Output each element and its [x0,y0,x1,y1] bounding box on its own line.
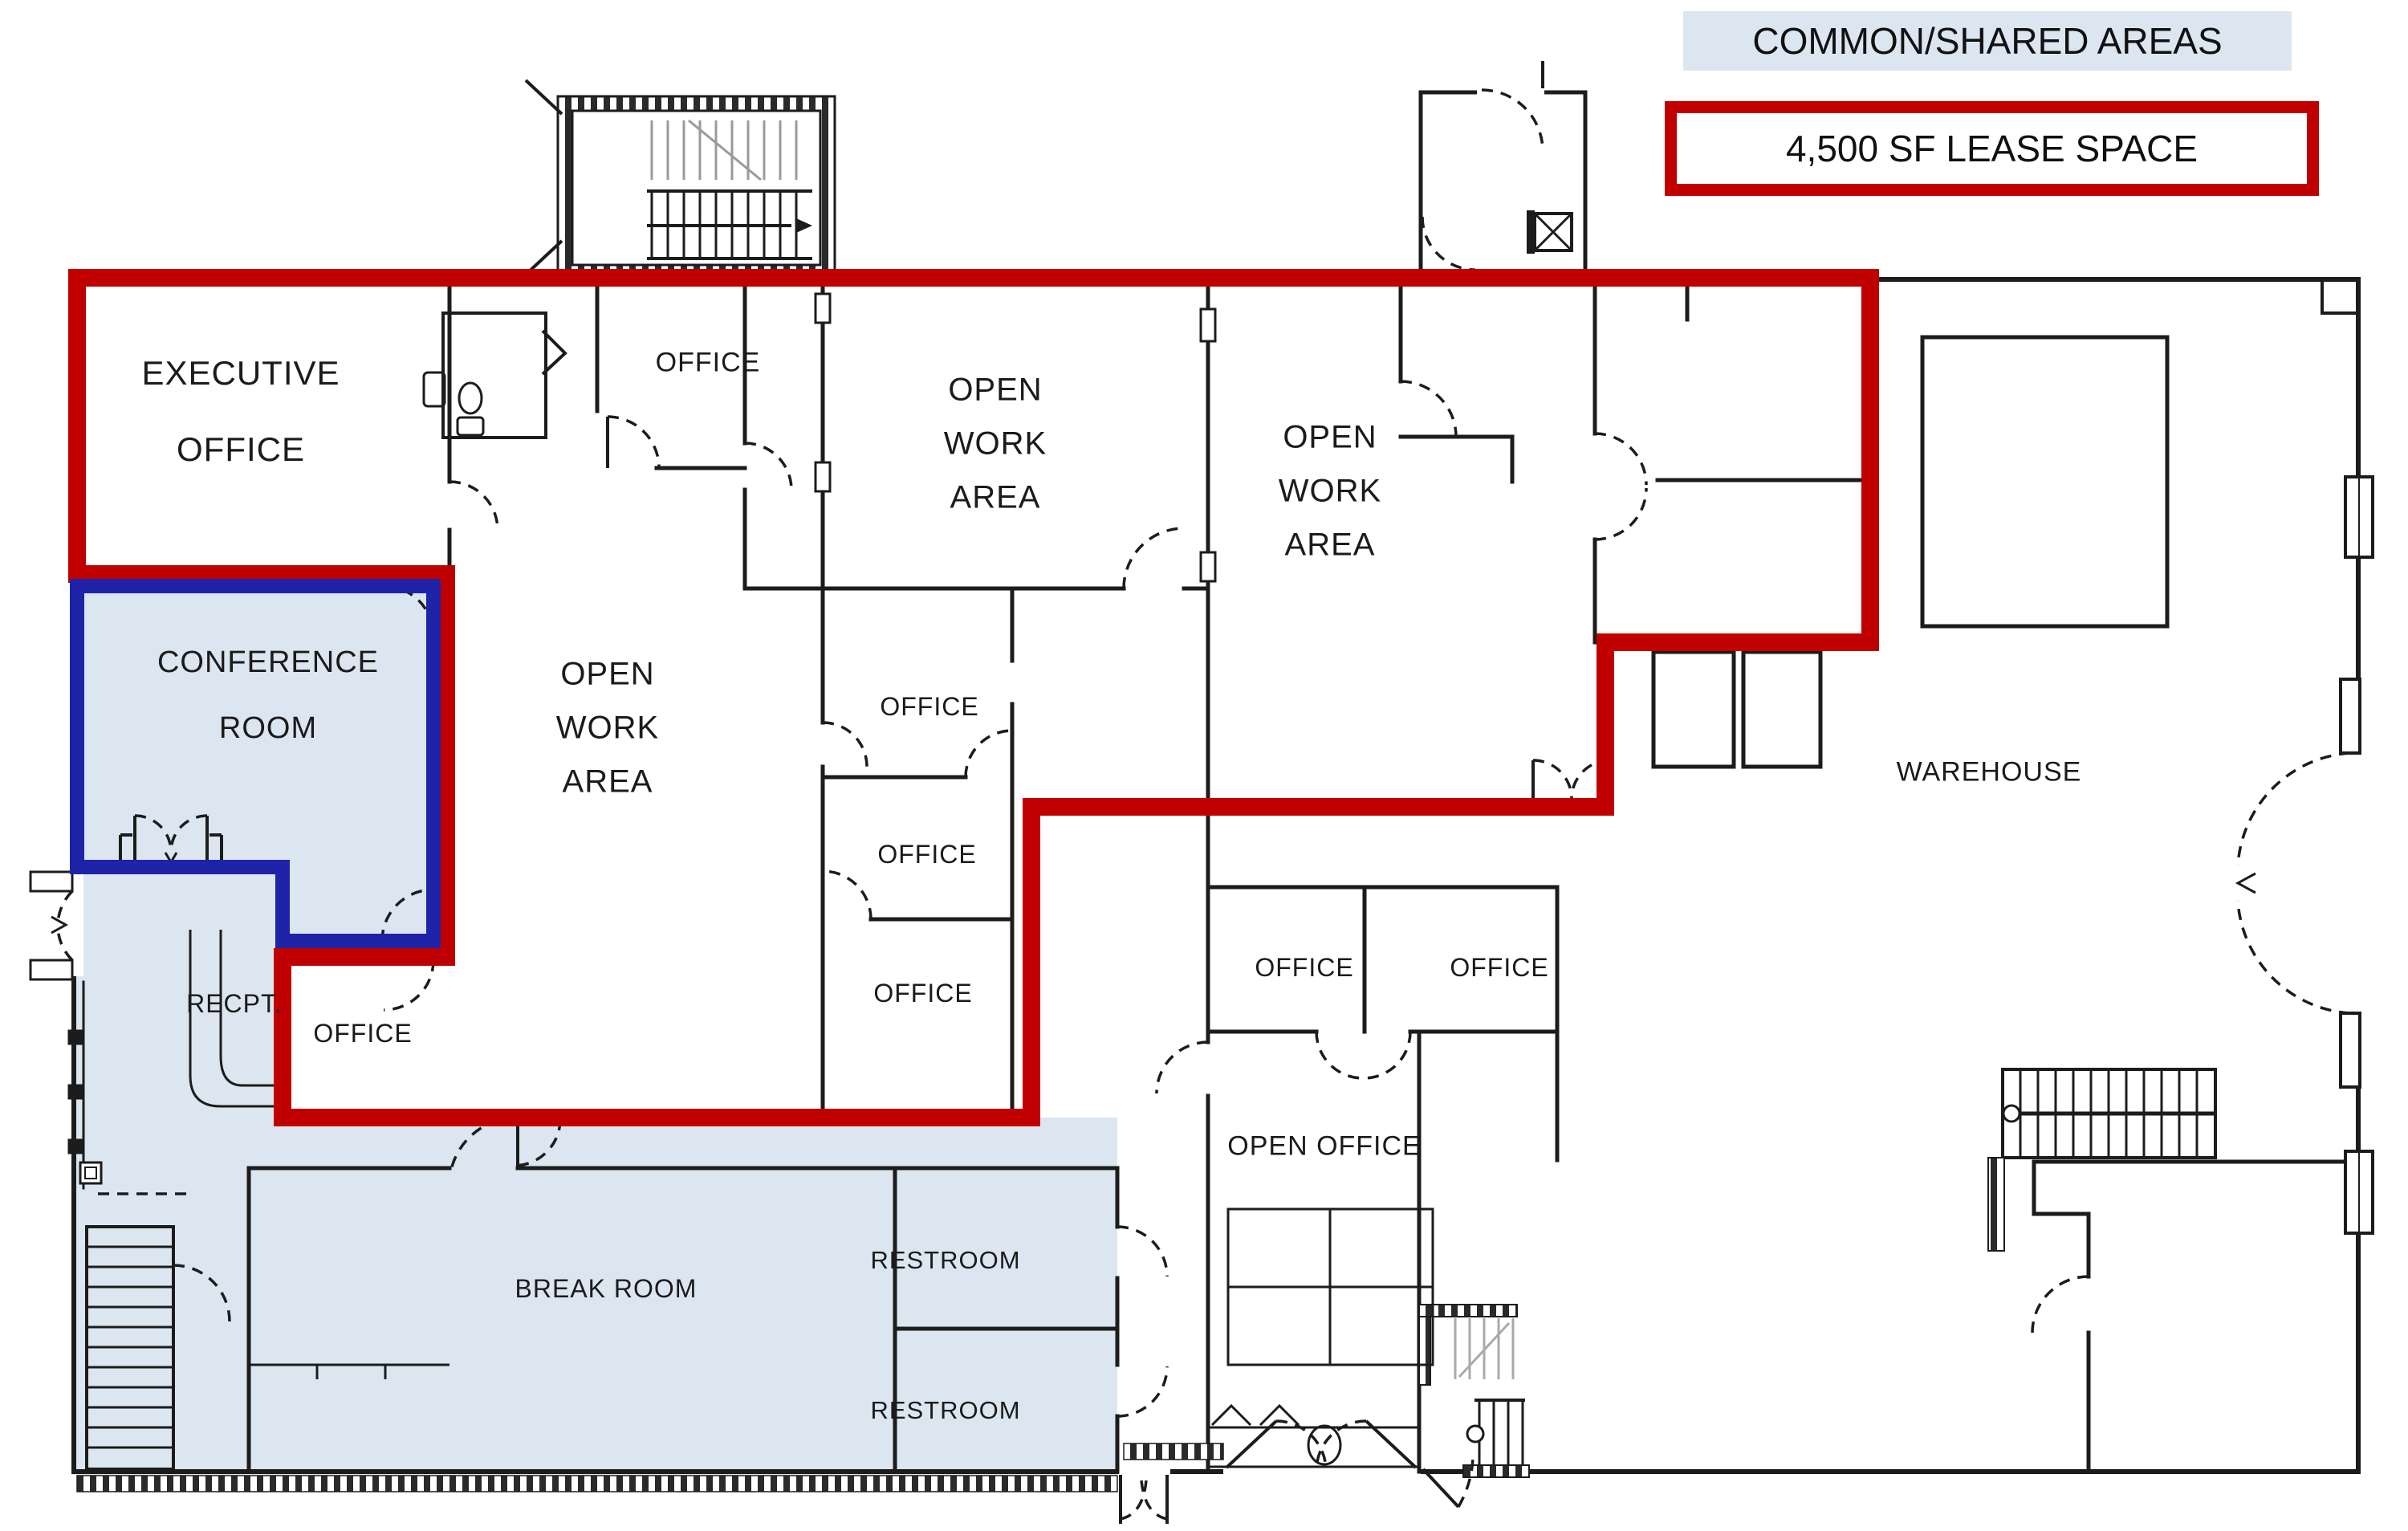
room-label-restroom-lower: RESTROOM [870,1395,1021,1424]
room-label-office-top: OFFICE [655,347,761,378]
room-label-restroom-upper: RESTROOM [870,1245,1021,1274]
window-icon [67,292,1217,1185]
room-label-office: OFFICE [1450,953,1549,982]
legend-common-label: COMMON/SHARED AREAS [1752,20,2223,62]
room-label-executive-office: EXECUTIVE OFFICE [141,354,340,468]
toilet-icon [456,381,485,437]
room-label-office: OFFICE [313,1019,413,1048]
room-label-office: OFFICE [880,692,979,721]
lease-space-boundary [68,269,1879,1126]
break-room-counter [249,1363,449,1379]
kitchen-fixtures [1208,1403,1419,1468]
room-label-open-work-area-3: OPEN WORK AREA [555,656,660,800]
wall-hatch-bands [76,1443,1224,1492]
floor-box-icon [1527,210,1573,254]
reception-desk-icon [189,930,279,1108]
room-label-open-work-area-1: OPEN WORK AREA [943,372,1047,515]
legend-lease-space: 4,500 SF LEASE SPACE [1665,101,2319,196]
table-grid-icon [1226,1207,1434,1366]
door-leaves [29,417,2361,1524]
room-label-break-room: BREAK ROOM [515,1274,698,1303]
room-label-office: OFFICE [1255,953,1354,982]
staircase-icon [1418,1304,1530,1478]
room-label-open-work-area-2: OPEN WORK AREA [1278,419,1382,563]
room-label-conference-room: CONFERENCE ROOM [157,645,380,745]
legend-lease-label: 4,500 SF LEASE SPACE [1785,128,2199,169]
legend-common-shared-areas: COMMON/SHARED AREAS [1683,11,2292,71]
room-label-open-office: OPEN OFFICE [1227,1130,1422,1162]
staircase-icon [1987,1068,2217,1252]
room-label-warehouse: WAREHOUSE [1896,756,2082,788]
entry-vestibule [1418,61,1588,282]
room-label-office: OFFICE [873,979,973,1008]
sink-icon [422,371,446,408]
staircase-icon [85,1225,175,1471]
door-swing-icon [56,88,2351,1521]
staircase-icon [524,79,836,281]
room-label-office: OFFICE [877,840,977,869]
room-label-reception: RECPT. [186,989,283,1018]
conference-room-boundary [70,579,441,948]
bathroom [422,311,567,439]
window-icon [2344,475,2374,1235]
